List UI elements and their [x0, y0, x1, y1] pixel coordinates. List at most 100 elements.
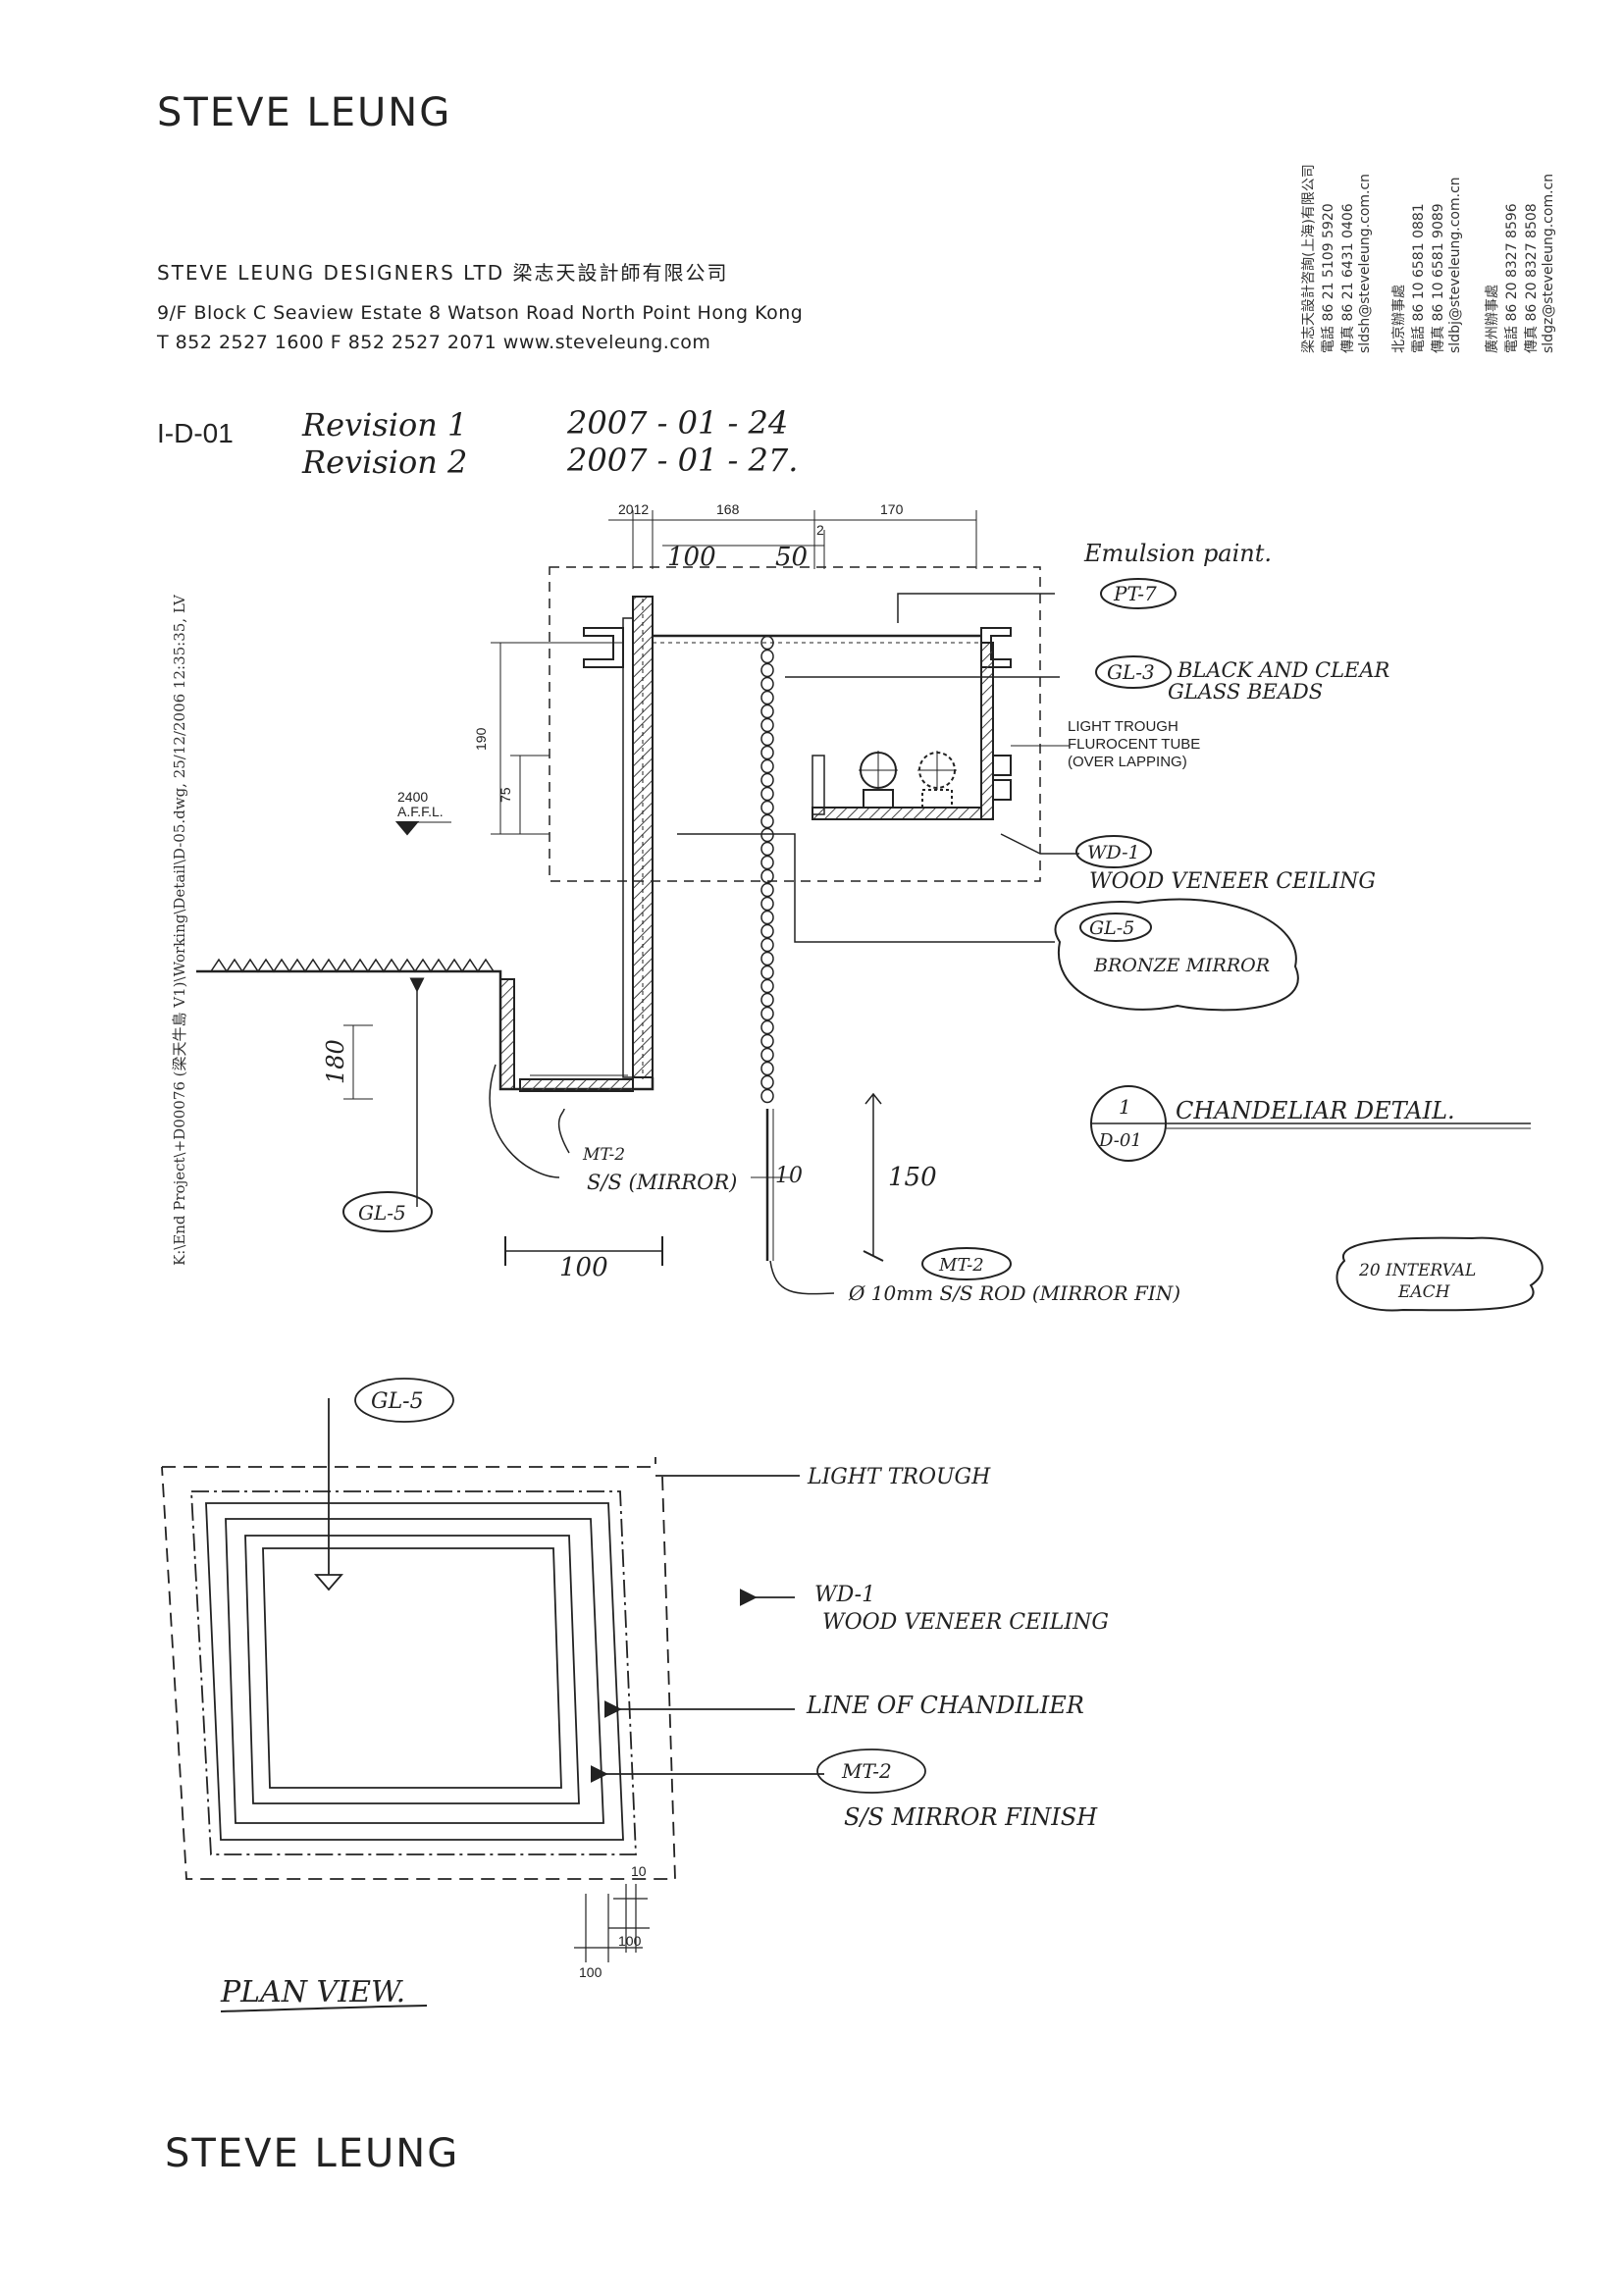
glass-bead	[760, 1019, 774, 1035]
pt7-tag	[1100, 578, 1177, 609]
glass-bead	[760, 1033, 774, 1049]
note-mt2-desc: S/S (MIRROR)	[587, 1171, 737, 1194]
mt2-rod-tag	[921, 1247, 1012, 1280]
detail-title: CHANDELIAR DETAIL.	[1176, 1097, 1455, 1124]
dim-10: 10	[775, 1164, 803, 1188]
note-gl5-desc: BRONZE MIRROR	[1093, 955, 1270, 976]
glass-bead	[760, 731, 774, 747]
glass-bead	[760, 841, 774, 857]
revision-2-label: Revision 2	[302, 444, 468, 481]
glass-bead	[760, 1006, 774, 1021]
level-label: A.F.F.L.	[397, 804, 444, 819]
note-interval-1: 20 INTERVAL	[1358, 1261, 1476, 1280]
glass-bead	[760, 896, 774, 912]
glass-bead	[760, 800, 774, 815]
glass-bead	[760, 978, 774, 994]
glass-bead	[760, 635, 774, 651]
right-clip	[980, 627, 1012, 668]
detail-frame	[549, 566, 1041, 882]
gl3-tag	[1095, 655, 1172, 689]
plan-title: PLAN VIEW.	[220, 1975, 405, 2009]
plan-mt2-desc: S/S MIRROR FINISH	[844, 1803, 1098, 1831]
company-name: STEVE LEUNG DESIGNERS LTD 梁志天設計師有限公司	[157, 261, 729, 285]
wd1-tag	[1075, 835, 1152, 868]
company-address: 9/F Block C Seaview Estate 8 Watson Road…	[157, 302, 804, 324]
note-wd1-desc: WOOD VENEER CEILING	[1089, 869, 1376, 894]
note-gl3-desc2: GLASS BEADS	[1168, 680, 1323, 704]
plan-dim-10: 10	[631, 1863, 647, 1879]
plan-dash-dot	[190, 1490, 637, 1855]
detail-sheet: D-01	[1098, 1130, 1142, 1151]
plan-dim-100a: 100	[618, 1933, 642, 1949]
plan-light-trough: LIGHT TROUGH	[807, 1465, 991, 1489]
trough-wall	[980, 642, 994, 820]
left-clip	[583, 627, 624, 668]
glass-bead	[760, 690, 774, 705]
note-light-trough-3: (OVER LAPPING)	[1068, 754, 1187, 770]
note-mt2-tag: MT-2	[582, 1145, 625, 1165]
dim-100: 100	[667, 543, 716, 572]
glass-bead	[760, 649, 774, 664]
dim-190: 190	[473, 727, 489, 751]
note-rod-desc: Ø 10mm S/S ROD (MIRROR FIN)	[848, 1281, 1180, 1305]
company-contact: T 852 2527 1600 F 852 2527 2071 www.stev…	[157, 332, 711, 353]
plan-line-4	[262, 1547, 562, 1789]
glass-bead	[760, 717, 774, 733]
gl5-tag-2	[342, 1191, 433, 1232]
glass-bead	[760, 704, 774, 719]
plan-mt2-tag-text: MT-2	[841, 1759, 892, 1783]
plan-wd1-tag: WD-1	[814, 1583, 875, 1607]
glass-bead	[760, 992, 774, 1008]
interval-cloud	[1335, 1236, 1544, 1312]
note-interval-2: EACH	[1397, 1282, 1451, 1302]
note-gl5-tag-2: GL-5	[358, 1201, 406, 1225]
glass-bead	[760, 786, 774, 802]
plan-outer-dashed	[161, 1457, 676, 1880]
note-gl3-tag: GL-3	[1107, 660, 1155, 684]
note-rod-tag: MT-2	[938, 1255, 984, 1276]
dim-168: 168	[716, 501, 740, 517]
level-value: 2400	[397, 789, 428, 805]
section-text: 2012 168 170 2 100 50 190 75 2400 A.F.F.…	[322, 501, 1476, 1305]
note-gl3-desc1: BLACK AND CLEAR	[1177, 658, 1390, 682]
dim-170: 170	[880, 501, 904, 517]
glass-bead	[760, 662, 774, 678]
dim-100-bottom: 100	[559, 1253, 608, 1282]
brand-logo: STEVE LEUNG	[157, 90, 452, 135]
plan-wd1-desc: WOOD VENEER CEILING	[822, 1610, 1109, 1635]
glass-bead	[760, 758, 774, 774]
glass-bead	[760, 910, 774, 925]
glass-bead	[760, 1074, 774, 1090]
note-gl5-tag: GL-5	[1089, 917, 1134, 939]
revision-1-date: 2007 - 01 - 24	[567, 404, 789, 442]
section-detail	[196, 510, 1544, 1312]
gl5-tag	[1079, 913, 1152, 942]
glass-bead	[760, 813, 774, 829]
glass-bead	[760, 827, 774, 843]
glass-bead	[760, 868, 774, 884]
bead-chain	[760, 635, 774, 1104]
note-pt7: PT-7	[1113, 582, 1157, 605]
plan-line-of: LINE OF CHANDILIER	[806, 1692, 1084, 1719]
note-wd1-tag: WD-1	[1087, 842, 1140, 863]
dim-50: 50	[775, 543, 808, 572]
revision-1-label: Revision 1	[302, 406, 468, 444]
glass-bead	[760, 855, 774, 870]
footer-brand: STEVE LEUNG	[165, 2131, 460, 2176]
plan-gl5-text: GL-5	[371, 1389, 424, 1414]
note-light-trough-2: FLUROCENT TUBE	[1068, 736, 1200, 753]
dim-2: 2	[816, 522, 824, 538]
glass-bead	[760, 772, 774, 788]
glass-bead	[760, 965, 774, 980]
dim-75: 75	[497, 787, 513, 803]
note-light-trough-1: LIGHT TROUGH	[1068, 718, 1178, 735]
dim-2012: 2012	[618, 501, 649, 517]
plan-dim-100b: 100	[579, 1964, 602, 1980]
glass-bead	[760, 951, 774, 966]
glass-bead	[760, 1061, 774, 1076]
drawing-number: I-D-01	[157, 418, 234, 448]
ceiling-profile	[196, 969, 654, 1091]
trough-bottom	[812, 807, 982, 820]
glass-bead	[760, 676, 774, 692]
dim-180: 180	[322, 1039, 349, 1084]
